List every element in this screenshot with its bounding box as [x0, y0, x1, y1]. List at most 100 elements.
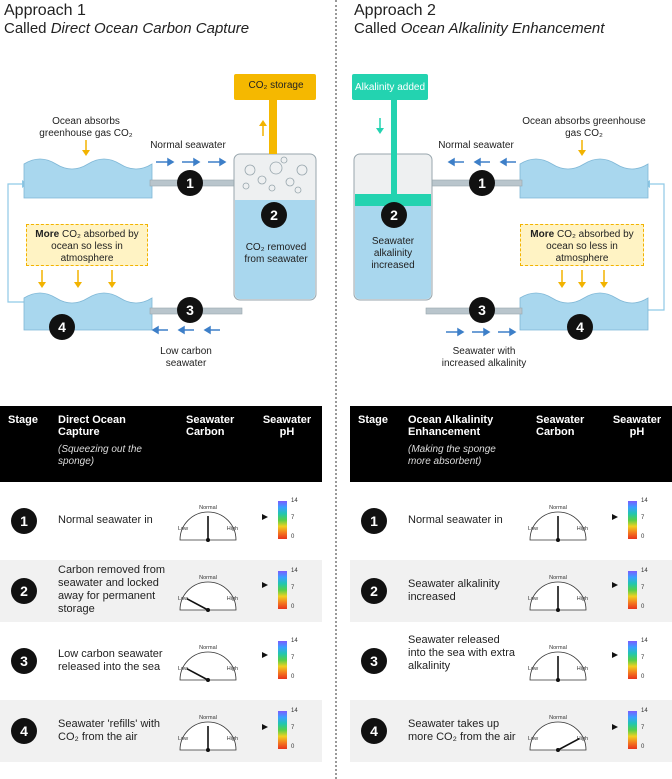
gauge-label-normal: Normal: [549, 575, 567, 581]
step-3-badge: 3: [469, 297, 495, 323]
approach-2-column: Approach 2 Called Ocean Alkalinity Enhan…: [350, 0, 672, 779]
header-method: Direct Ocean Capture: [58, 414, 126, 438]
stage-badge: 2: [11, 578, 37, 604]
header-ph: Seawater pH: [612, 414, 662, 438]
ph-tick-mid: 7: [641, 585, 645, 591]
ocean-bottom: [23, 292, 153, 331]
ph-tick-top: 14: [291, 638, 298, 644]
co2-down-arrow: [82, 150, 90, 156]
stage-badge: 1: [361, 508, 387, 534]
stage-badge: 4: [361, 718, 387, 744]
ph-color-bar: [628, 641, 637, 679]
ph-level-arrow: [262, 514, 268, 521]
ph-tick-top: 14: [641, 638, 648, 644]
alkalinity-pipe: [391, 96, 397, 196]
step-4-badge: 4: [567, 314, 593, 340]
co2-storage-label: CO₂ storage: [248, 80, 304, 91]
ph-color-bar: [278, 711, 287, 749]
ph-level-arrow: [612, 581, 618, 588]
gauge-hub: [206, 608, 210, 612]
header-carbon: Seawater Carbon: [536, 414, 585, 438]
subtitle-name: Direct Ocean Carbon Capture: [50, 20, 250, 37]
gauge-label-normal: Normal: [549, 715, 567, 721]
gauge-hub: [556, 678, 560, 682]
gauge-label-low: Low: [178, 666, 188, 672]
low-carbon-label: Low carbon seawater: [160, 346, 212, 369]
gauge-hub: [556, 748, 560, 752]
stage-description: Low carbon seawater released into the se…: [58, 648, 163, 673]
ph-tick-top: 14: [641, 708, 648, 714]
gauge-hub: [206, 678, 210, 682]
stage-badge: 4: [11, 718, 37, 744]
co2-absorb-arrows: [561, 270, 605, 284]
alkalinity-down-arrow: [376, 128, 384, 134]
table-row: 4 Seawater 'refills' with CO₂ from the ai…: [0, 700, 322, 762]
ph-tick-top: 14: [291, 498, 298, 504]
ph-color-bar: [278, 501, 287, 539]
flow-arrows-increased: [446, 327, 517, 337]
more-rest: CO₂ absorbed by ocean so less in atmosph…: [51, 229, 139, 264]
flow-arrows-normal: [447, 157, 516, 167]
step-4-badge: 4: [49, 314, 75, 340]
ph-tick-mid: 7: [291, 585, 295, 591]
ph-tick-mid: 7: [641, 655, 645, 661]
storage-box: [234, 74, 316, 100]
subtitle-prefix: Called: [354, 20, 401, 37]
gauge-label-high: High: [577, 596, 588, 602]
ph-color-bar: [628, 501, 637, 539]
table-row: 2 Carbon removed from seawater and locked…: [0, 560, 322, 622]
ph-level-arrow: [612, 651, 618, 658]
co2-down-arrow: [578, 150, 586, 156]
header-stage: Stage: [358, 414, 388, 426]
stage-description: Seawater alkalinity increased: [408, 578, 500, 603]
header-method: Ocean Alkalinity Enhancement: [408, 414, 494, 438]
subtitle-prefix: Called: [4, 20, 51, 37]
flow-arrows-normal: [156, 157, 227, 167]
more-bold: More: [35, 229, 60, 240]
stage-description: Carbon removed from seawater and locked …: [58, 564, 165, 615]
ph-tick-bottom: 0: [641, 604, 645, 610]
ph-tick-mid: 7: [291, 515, 295, 521]
gauge-label-low: Low: [528, 666, 538, 672]
co2-absorb-arrows: [41, 270, 113, 284]
gauge-label-normal: Normal: [199, 645, 217, 651]
ph-level-arrow: [262, 651, 268, 658]
gauge-hub: [556, 538, 560, 542]
stage-description: Seawater released into the sea with extr…: [408, 634, 516, 672]
header-stage: Stage: [8, 414, 38, 426]
header-ph: Seawater pH: [262, 414, 312, 438]
header-note: (Squeezing out the sponge): [58, 444, 142, 467]
ph-tick-bottom: 0: [641, 744, 645, 750]
more-co2-callout: More CO₂ absorbed by ocean so less in at…: [26, 224, 148, 266]
co2-removed-label: CO₂ removed from seawater: [244, 242, 308, 265]
step-2-badge: 2: [261, 202, 287, 228]
approach-1-diagram: CO₂ storage Ocean absorbs greenhouse gas…: [0, 60, 322, 380]
gauge-label-normal: Normal: [199, 505, 217, 511]
stage-description: Seawater takes up more CO₂ from the air: [408, 718, 516, 743]
ph-level-arrow: [262, 724, 268, 731]
ph-color-bar: [278, 571, 287, 609]
ph-tick-bottom: 0: [291, 674, 295, 680]
approach-1-table-header: Stage Direct Ocean Capture Seawater Carb…: [0, 406, 322, 482]
increased-alkalinity-label: Seawater with increased alkalinity: [441, 346, 527, 369]
ph-level-arrow: [612, 724, 618, 731]
stage-description: Seawater 'refills' with CO₂ from the air: [58, 718, 161, 743]
alkalinity-box: [352, 74, 428, 100]
step-1-badge: 1: [177, 170, 203, 196]
ph-tick-top: 14: [291, 708, 298, 714]
return-flow-line: [648, 183, 665, 311]
table-row: 4 Seawater takes up more CO₂ from the air…: [350, 700, 672, 762]
gauge-label-low: Low: [528, 596, 538, 602]
ocean-absorbs-label: Ocean absorbs greenhouse gas CO₂: [39, 116, 133, 139]
step-2-badge: 2: [381, 202, 407, 228]
